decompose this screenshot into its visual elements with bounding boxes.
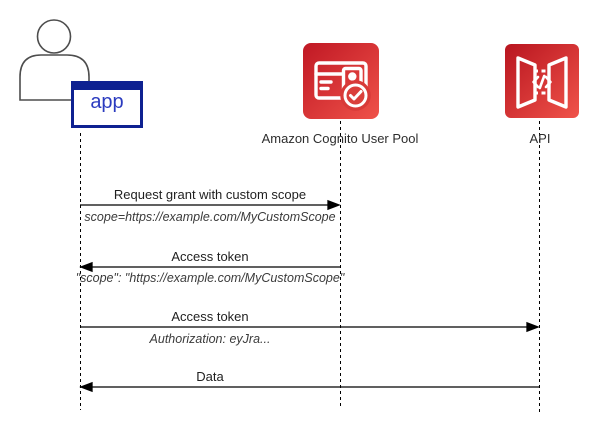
- message-label: Access token: [171, 309, 249, 324]
- app-label: app: [90, 91, 124, 113]
- message-detail: scope=https://example.com/MyCustomScope: [84, 210, 336, 224]
- participant-label-cognito: Amazon Cognito User Pool: [261, 131, 419, 146]
- message-detail: Authorization: eyJra...: [149, 332, 271, 346]
- message-label: Data: [196, 369, 224, 384]
- arrowhead-right-1: [327, 199, 341, 211]
- message-detail: "scope": "https://example.com/MyCustomSc…: [75, 271, 345, 285]
- arrowhead-left-2: [79, 261, 93, 273]
- message-label: Request grant with custom scope: [113, 187, 307, 202]
- participant-label-api: API: [529, 131, 551, 146]
- person-icon: [19, 19, 90, 101]
- arrowhead-left-4: [79, 381, 93, 393]
- app-box: app: [71, 81, 143, 128]
- arrowhead-right-3: [526, 321, 540, 333]
- api-gateway-icon: [505, 44, 579, 118]
- message-label: Access token: [171, 249, 249, 264]
- app-box-title-bar: [74, 84, 140, 90]
- cognito-user-pool-icon: [303, 43, 379, 119]
